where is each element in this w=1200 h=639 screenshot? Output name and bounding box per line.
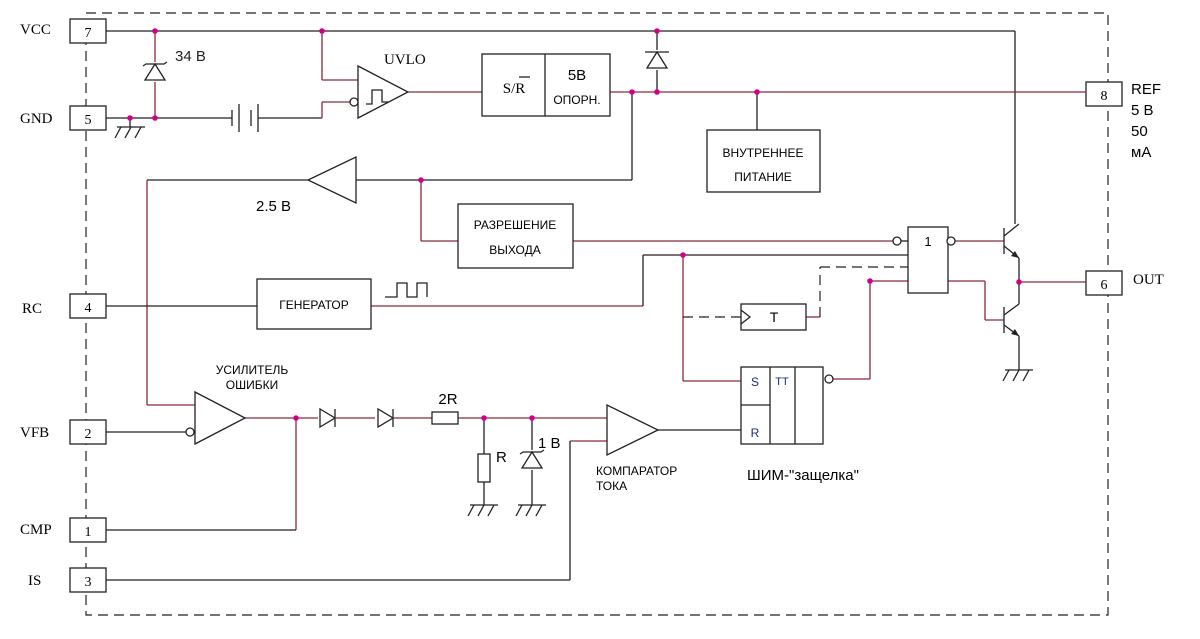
wires [106, 30, 1086, 581]
oscillator-label: ГЕНЕРАТОР [279, 298, 349, 312]
pin-ref-line-2: 5 В [1131, 102, 1154, 119]
buffer-2-5v: 2.5 В [256, 155, 357, 215]
current-comparator: КОМПАРАТОР ТОКА [596, 403, 677, 493]
pin-vcc-number: 7 [85, 26, 92, 41]
pin-gnd-label: GND [20, 111, 53, 127]
internal-supply-line-2: ПИТАНИЕ [734, 170, 791, 184]
pin-out-label: OUT [1133, 272, 1164, 288]
ground-icon [1002, 369, 1033, 382]
t-flipflop-block: T [740, 303, 807, 331]
pin-cmp-label: CMP [20, 522, 52, 538]
sr-ref-block: S/R 5В ОПОРН. [481, 53, 611, 117]
pin-gnd: GND 5 [20, 105, 107, 131]
pin-vcc-label: VCC [20, 22, 51, 38]
zener-34v: 34 В [142, 48, 206, 81]
internal-supply-block: ВНУТРЕННЕЕ ПИТАНИЕ [706, 129, 821, 193]
pin-ref-line-1: REF [1131, 81, 1161, 98]
battery-symbol [231, 104, 259, 132]
error-amplifier: УСИЛИТЕЛЬ ОШИБКИ [185, 363, 289, 446]
pin-rc-number: 4 [85, 301, 92, 316]
sr-label: S/R [503, 81, 526, 97]
pin-ref-number: 8 [1101, 89, 1108, 104]
error-amp-line-2: ОШИБКИ [226, 378, 278, 392]
logic-gate: 1 [892, 226, 956, 294]
diode-2 [377, 407, 395, 429]
logic-gate-label: 1 [924, 234, 931, 249]
pin-out: 6 OUT [1085, 270, 1164, 296]
resistor-r: R [477, 449, 507, 483]
output-enable-block: РАЗРЕШЕНИЕ ВЫХОДА [457, 203, 574, 269]
pwm-latch-label: ШИМ-"защелка" [747, 467, 859, 484]
uvlo-label: UVLO [384, 52, 426, 68]
diode-1 [319, 407, 337, 429]
latch-r-label: R [751, 426, 760, 440]
oscillator-block: ГЕНЕРАТОР [256, 278, 428, 330]
pin-vfb-label: VFB [20, 425, 49, 441]
pin-out-number: 6 [1101, 278, 1108, 293]
pin-vcc: VCC 7 [20, 18, 107, 44]
zener-34v-label: 34 В [175, 48, 206, 65]
pin-is-number: 3 [85, 575, 92, 590]
ref-2-5v-label: 2.5 В [256, 198, 291, 215]
junction-dots [127, 28, 1022, 421]
pin-cmp-number: 1 [85, 525, 92, 540]
pin-gnd-number: 5 [85, 113, 92, 128]
pin-cmp: CMP 1 [20, 517, 107, 543]
ground-icon [114, 126, 145, 139]
latch-s-label: S [751, 375, 759, 389]
pin-ref-line-3: 50 [1131, 123, 1148, 140]
error-amp-line-1: УСИЛИТЕЛЬ [216, 363, 289, 377]
t-flipflop-label: T [770, 309, 779, 325]
pin-rc: RC 4 [22, 293, 107, 319]
pin-vfb: VFB 2 [20, 419, 107, 445]
pwm-latch-block: S R ТТ ШИМ-"защелка" [740, 366, 859, 484]
resistor-r-label: R [496, 449, 507, 466]
resistor-2r-label: 2R [438, 391, 457, 408]
output-enable-line-2: ВЫХОДА [489, 243, 540, 257]
pin-ref: 8 REF 5 В 50 мА [1085, 81, 1161, 161]
transistor-upper [1003, 223, 1020, 259]
pin-vfb-number: 2 [85, 427, 92, 442]
pin-is: IS 3 [28, 567, 107, 593]
pin-is-label: IS [28, 573, 41, 589]
ground-icon [515, 504, 546, 517]
pin-rc-label: RC [22, 301, 42, 317]
resistor-2r: 2R [431, 391, 459, 425]
current-comparator-line-1: КОМПАРАТОР [596, 464, 677, 478]
internal-supply-line-1: ВНУТРЕННЕЕ [723, 146, 804, 160]
transistor-lower [1003, 303, 1020, 337]
uvlo-comparator: UVLO [349, 52, 426, 120]
pin-ref-line-4: мА [1131, 144, 1151, 161]
ground-icon [467, 504, 498, 517]
ref5v-line-1: 5В [568, 67, 586, 84]
ref5v-line-2: ОПОРН. [553, 93, 600, 107]
ref-clamp-diode [645, 50, 669, 69]
zener-1v: 1 В [519, 435, 561, 469]
current-comparator-line-2: ТОКА [596, 479, 627, 493]
zener-1v-label: 1 В [538, 435, 561, 452]
latch-tt-label: ТТ [775, 376, 789, 388]
output-enable-line-1: РАЗРЕШЕНИЕ [474, 218, 557, 232]
